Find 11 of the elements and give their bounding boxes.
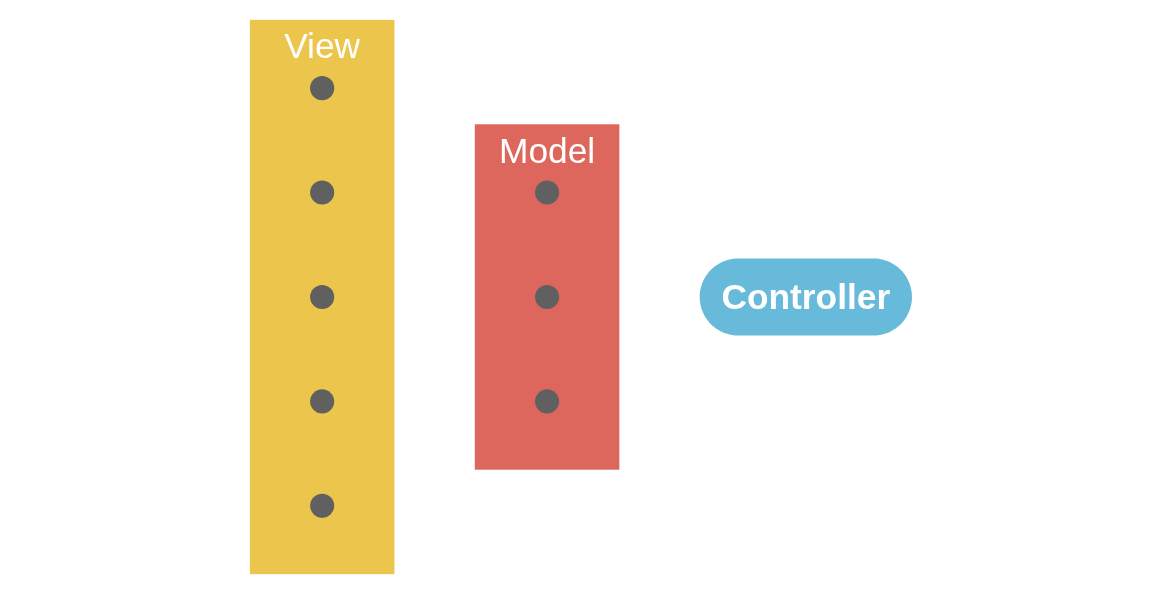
node-circle: [310, 389, 335, 414]
node-circle: [310, 180, 335, 205]
node-circle: [535, 284, 560, 310]
node-circle: [310, 493, 335, 518]
cluster: View: [249, 19, 395, 575]
node-circle: [310, 284, 335, 310]
node-circle: [535, 180, 560, 205]
node-box: Controller: [699, 258, 913, 336]
node-circle: [535, 389, 560, 414]
node-circle: [310, 76, 335, 101]
cluster: Model: [474, 124, 620, 470]
